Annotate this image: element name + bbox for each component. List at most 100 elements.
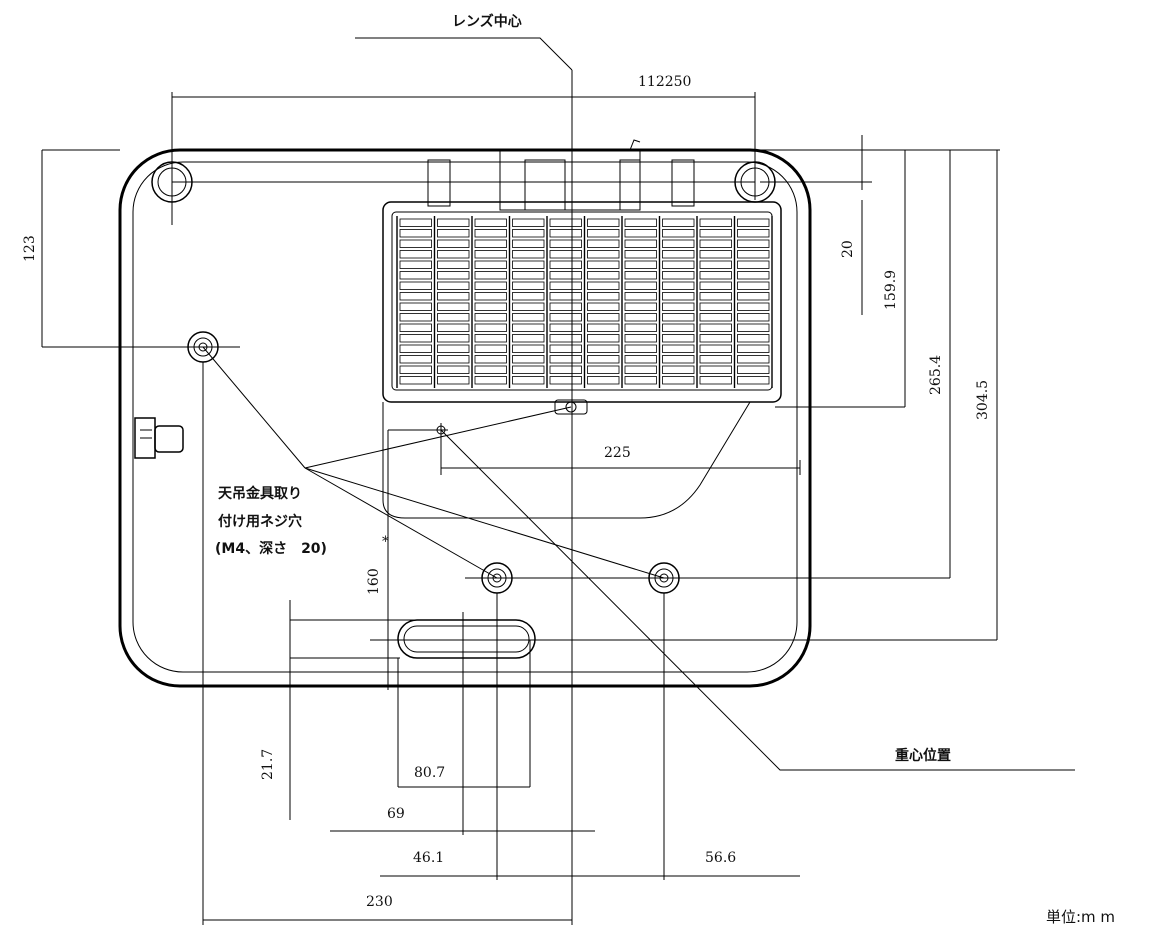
- grille-slot: [437, 376, 470, 385]
- center-of-gravity-label: 重心位置: [895, 747, 951, 764]
- grille-slot: [624, 313, 657, 322]
- grille-slot: [737, 250, 770, 259]
- grille-slot: [737, 355, 770, 364]
- grille-slot: [699, 292, 732, 301]
- grille-slot: [399, 313, 432, 322]
- grille-slot: [737, 229, 770, 238]
- grille-slot: [699, 313, 732, 322]
- dim-mid-160: 160: [366, 568, 382, 595]
- grille-slot: [399, 365, 432, 374]
- grille-slot: [662, 302, 695, 311]
- grille-slot: [549, 355, 582, 364]
- grille-slot: [699, 281, 732, 290]
- grille-slot: [624, 334, 657, 343]
- grille-slot: [437, 229, 470, 238]
- grille-slot: [512, 344, 545, 353]
- grille-slot: [662, 292, 695, 301]
- grille-slot: [624, 281, 657, 290]
- grille-slot: [624, 323, 657, 332]
- grille-slot: [512, 239, 545, 248]
- grille-slot: [437, 292, 470, 301]
- mount-hole-label-line3: (M4、深さ 20): [215, 540, 327, 557]
- grille-slot: [737, 281, 770, 290]
- grille-slot: [662, 334, 695, 343]
- grille-slot: [549, 260, 582, 269]
- grille-slot: [699, 323, 732, 332]
- grille-slot: [624, 260, 657, 269]
- grille-slot: [474, 313, 507, 322]
- grille-slot: [437, 334, 470, 343]
- front-foot-slot: [397, 619, 536, 659]
- grille-slot: [437, 218, 470, 227]
- grille-slot: [699, 271, 732, 280]
- mount-hole-label-line1: 天吊金具取り: [218, 485, 302, 502]
- grille-slot: [662, 260, 695, 269]
- grille-slot: [587, 323, 620, 332]
- grille-slot: [549, 250, 582, 259]
- grille-slot: [512, 334, 545, 343]
- grille-slot: [737, 313, 770, 322]
- grille-slot: [737, 323, 770, 332]
- grille-slot: [699, 260, 732, 269]
- grille-slot: [399, 355, 432, 364]
- grille-slot: [474, 292, 507, 301]
- grille-slot: [437, 313, 470, 322]
- grille-slot: [699, 250, 732, 259]
- grille-slot: [662, 271, 695, 280]
- grille-slot: [399, 344, 432, 353]
- grille-slot: [399, 302, 432, 311]
- grille-slot: [549, 344, 582, 353]
- grille-slot: [474, 271, 507, 280]
- grille-slot: [474, 250, 507, 259]
- grille-slot: [437, 239, 470, 248]
- grille-slot: [587, 344, 620, 353]
- grille-slot: [399, 218, 432, 227]
- grille-slot: [737, 260, 770, 269]
- grille-slot: [474, 334, 507, 343]
- grille-slot: [549, 323, 582, 332]
- dim-bottom-69: 69: [387, 806, 405, 822]
- mount-hole-label-line2: 付け用ネジ穴: [218, 513, 302, 530]
- grille-slot: [437, 323, 470, 332]
- grille-slot: [399, 334, 432, 343]
- grille-slot: [512, 302, 545, 311]
- grille-slot: [399, 376, 432, 385]
- grille-slot: [662, 323, 695, 332]
- grille-slot: [474, 365, 507, 374]
- grille-slot: [587, 292, 620, 301]
- grille-slot: [737, 302, 770, 311]
- dim-right-304-5: 304.5: [975, 380, 991, 420]
- grille-slot: [624, 344, 657, 353]
- grille-slot: [699, 239, 732, 248]
- dim-mid-225: 225: [604, 445, 631, 461]
- grille-slot: [399, 239, 432, 248]
- grille-slot: [474, 344, 507, 353]
- grille-slot: [662, 229, 695, 238]
- grille-slot: [549, 281, 582, 290]
- grille-slot: [549, 239, 582, 248]
- filter-housing: [382, 399, 751, 519]
- grille-slot: [662, 250, 695, 259]
- grille-slot: [624, 250, 657, 259]
- grille-slot: [662, 376, 695, 385]
- grille-slot: [699, 365, 732, 374]
- grille-slot: [512, 250, 545, 259]
- projector-body: [118, 148, 812, 688]
- grille-slot: [587, 229, 620, 238]
- grille-slot: [437, 281, 470, 290]
- grille-slot: [662, 218, 695, 227]
- grille-slot: [399, 323, 432, 332]
- dim-bottom-230: 230: [366, 894, 393, 910]
- grille-slot: [737, 218, 770, 227]
- grille-slot: [437, 250, 470, 259]
- grille-slot: [474, 302, 507, 311]
- grille-slot: [662, 281, 695, 290]
- grille-slot: [587, 313, 620, 322]
- grille-slot: [437, 344, 470, 353]
- dimension-lines: [41, 37, 1075, 925]
- grille-slot: [549, 334, 582, 343]
- grille-slot: [512, 365, 545, 374]
- grille-slot: [737, 344, 770, 353]
- grille-slot: [624, 355, 657, 364]
